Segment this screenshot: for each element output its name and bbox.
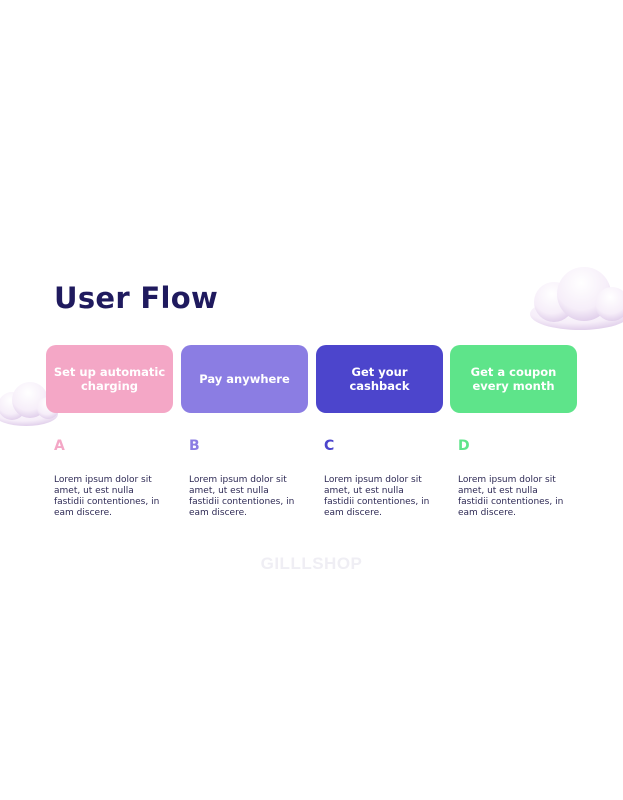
step-description-c: Lorem ipsum dolor sit amet, ut est nulla…	[324, 475, 430, 518]
cloud-icon	[530, 267, 623, 330]
step-card-b: Pay anywhere	[181, 345, 308, 413]
step-card-c: Get your cashback	[316, 345, 443, 413]
step-letter-c: C	[324, 438, 335, 454]
step-letter-b: B	[189, 438, 200, 454]
step-card-a: Set up automatic charging	[46, 345, 173, 413]
step-letter-a: A	[54, 438, 65, 454]
step-description-d: Lorem ipsum dolor sit amet, ut est nulla…	[458, 475, 564, 518]
step-description-a: Lorem ipsum dolor sit amet, ut est nulla…	[54, 475, 160, 518]
step-description-b: Lorem ipsum dolor sit amet, ut est nulla…	[189, 475, 295, 518]
watermark: GILLLSHOP	[260, 554, 363, 573]
step-letter-d: D	[458, 438, 470, 454]
step-card-d: Get a coupon every month	[450, 345, 577, 413]
page-title: User Flow	[54, 281, 219, 315]
